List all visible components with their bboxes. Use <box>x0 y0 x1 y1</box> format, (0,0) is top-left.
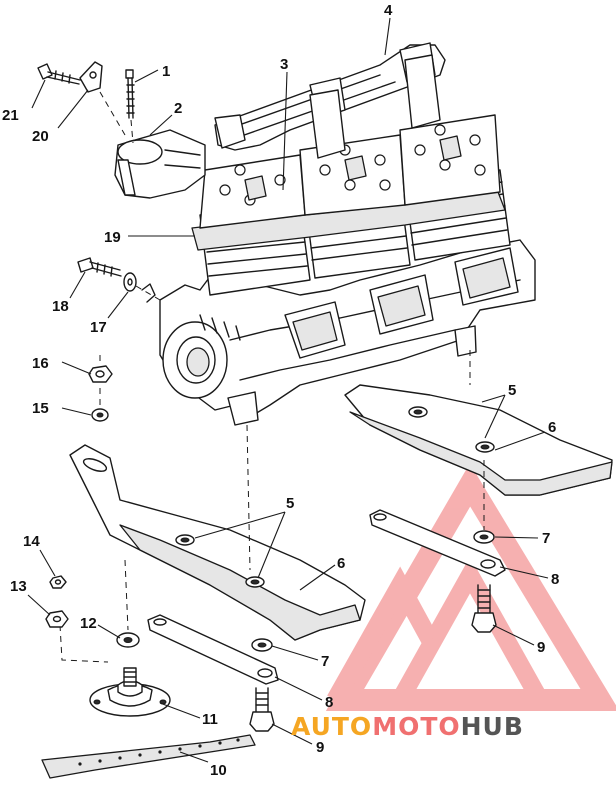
cylinder-heads <box>199 114 501 229</box>
rubber-mount-11 <box>89 667 171 717</box>
strap-plate-right <box>369 509 506 577</box>
washer-17 <box>123 272 137 292</box>
callout-5a: 5 <box>508 382 516 399</box>
bolt-9-right <box>471 584 497 633</box>
crank-bore <box>176 336 216 384</box>
bolt-21 <box>37 63 81 85</box>
bolt-1 <box>125 69 135 119</box>
washer-7-right <box>473 530 495 544</box>
strap-plate-left <box>147 614 279 685</box>
stud-18 <box>77 257 122 277</box>
washer-15 <box>91 408 109 422</box>
watermark-logo <box>325 463 616 711</box>
nut-14 <box>49 575 67 589</box>
watermark-text: AUTOMOTOHUB <box>291 712 524 741</box>
watermark-text-moto: MOTO <box>372 712 460 741</box>
watermark-triangle-left <box>327 566 438 705</box>
watermark-text-hub: HUB <box>461 712 524 741</box>
clip <box>141 283 156 303</box>
mount-plate-left <box>69 444 366 641</box>
callout-13: 13 <box>10 578 27 595</box>
callout-7a: 7 <box>542 530 550 547</box>
top-manifold <box>214 42 446 159</box>
callout-2: 2 <box>174 100 182 117</box>
watermark-text-auto: AUTO <box>291 712 372 741</box>
base-strip-10 <box>41 734 256 779</box>
engine-assembly <box>114 42 536 426</box>
callout-17: 17 <box>90 319 107 336</box>
callout-16: 16 <box>32 355 49 372</box>
callout-10: 10 <box>210 762 227 779</box>
mount-plate-right <box>344 384 613 496</box>
callout-7b: 7 <box>321 653 329 670</box>
callout-18: 18 <box>52 298 69 315</box>
reed-boxes <box>284 247 519 359</box>
callout-9b: 9 <box>316 739 324 756</box>
callout-12: 12 <box>80 615 97 632</box>
callout-6a: 6 <box>548 419 556 436</box>
bolt-9-left <box>249 687 275 732</box>
watermark-triangle-inner <box>392 556 548 705</box>
callout-3: 3 <box>280 56 288 73</box>
washer-12 <box>116 632 140 648</box>
callout-20: 20 <box>32 128 49 145</box>
washer-7-left <box>251 638 273 652</box>
callout-4: 4 <box>384 2 393 19</box>
callout-labels: 1 2 3 4 5 5 6 6 7 7 8 8 9 9 10 11 12 13 … <box>2 2 559 779</box>
leader-lines <box>27 17 549 763</box>
nut-13 <box>45 610 69 628</box>
callout-6b: 6 <box>337 555 345 572</box>
callout-8a: 8 <box>551 571 559 588</box>
callout-1: 1 <box>162 63 170 80</box>
svg-text:AUTOMOTOHUB: AUTOMOTOHUB <box>291 712 524 741</box>
bracket-20 <box>79 61 103 93</box>
nut-16 <box>88 365 113 383</box>
callout-8b: 8 <box>325 694 333 711</box>
callout-14: 14 <box>23 533 40 550</box>
pump-housing <box>114 129 206 199</box>
callout-19: 19 <box>104 229 121 246</box>
callout-11: 11 <box>202 711 218 728</box>
callout-9a: 9 <box>537 639 545 656</box>
callout-21: 21 <box>2 107 19 124</box>
callout-15: 15 <box>32 400 49 417</box>
callout-5b: 5 <box>286 495 294 512</box>
